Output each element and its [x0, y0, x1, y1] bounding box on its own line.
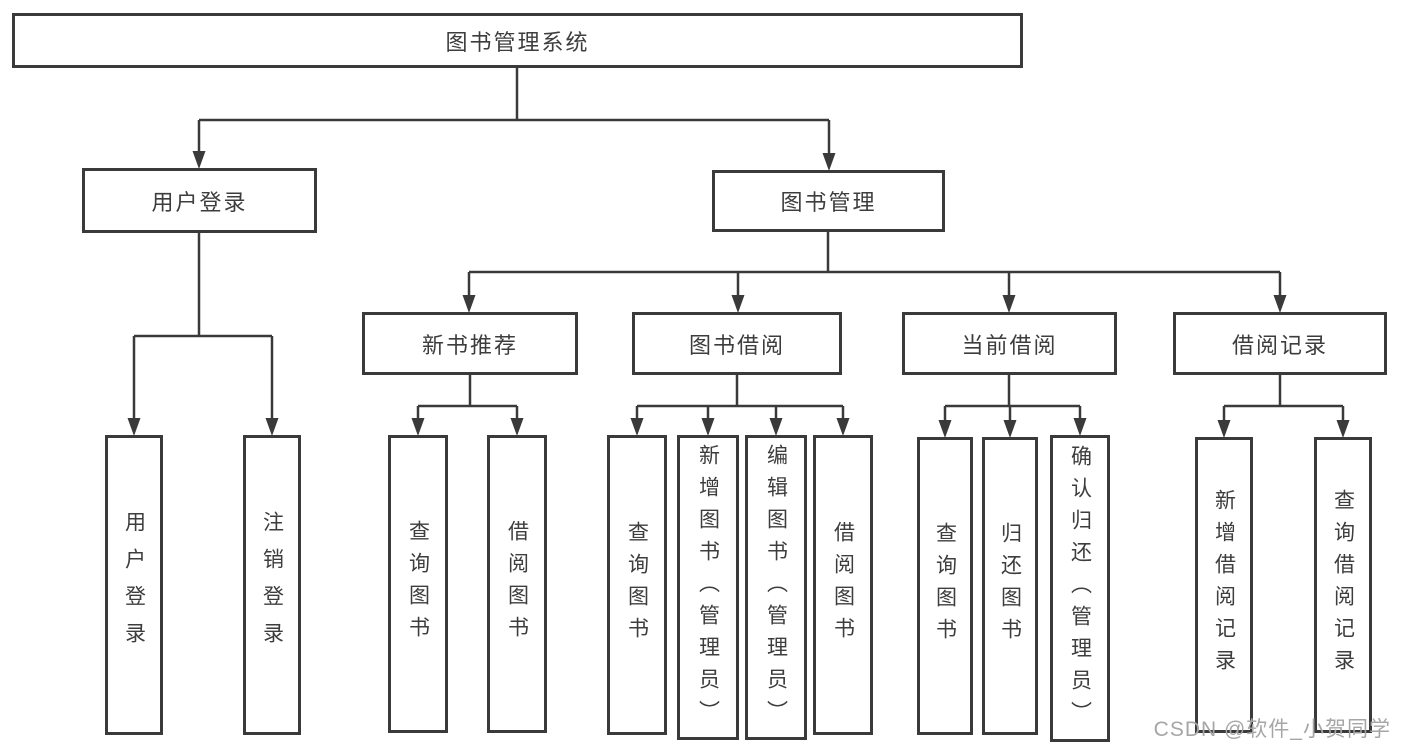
node-current-borrowing-label: 当前借阅: [961, 332, 1058, 358]
node-book-borrowing: 图书借阅: [632, 312, 842, 375]
leaf-current-query-books-label: 查询图书: [933, 522, 957, 650]
node-root-label: 图书管理系统: [445, 29, 590, 55]
arrow-down-icon: [462, 295, 476, 313]
leaf-return-books: 归还图书: [982, 437, 1038, 735]
node-root: 图书管理系统: [12, 13, 1023, 68]
leaf-current-query-books: 查询图书: [917, 437, 973, 735]
leaf-recommend-borrow-books: 借阅图书: [487, 435, 547, 733]
leaf-query-borrow-record-label: 查询借阅记录: [1331, 489, 1355, 681]
connector-book-borrowing-to-leaves: [635, 375, 845, 419]
leaf-add-borrow-record: 新增借阅记录: [1195, 437, 1253, 733]
leaf-edit-books-admin-label: 编辑图书（管理员）: [764, 443, 788, 732]
arrow-down-icon: [510, 418, 524, 436]
arrowheads: [127, 151, 1350, 438]
arrow-down-icon: [1217, 420, 1231, 438]
leaf-confirm-return-admin-label: 确认归还（管理员）: [1068, 444, 1092, 733]
leaf-borrowing-query-books: 查询图书: [607, 435, 667, 735]
node-book-management: 图书管理: [712, 170, 945, 232]
leaf-query-borrow-record: 查询借阅记录: [1314, 437, 1372, 733]
connector-borrowing-records-to-leaves: [1222, 375, 1345, 421]
arrow-down-icon: [938, 420, 952, 438]
leaf-recommend-query-books: 查询图书: [388, 435, 448, 733]
arrow-down-icon: [1073, 418, 1087, 436]
leaf-add-books-admin-label: 新增图书（管理员）: [696, 443, 720, 732]
node-new-book-recommend-label: 新书推荐: [421, 332, 518, 358]
leaf-recommend-query-books-label: 查询图书: [406, 520, 430, 648]
connector-root-to-level2: [197, 68, 831, 154]
arrow-down-icon: [1003, 420, 1017, 438]
node-borrowing-records-label: 借阅记录: [1231, 332, 1328, 358]
leaf-logout-label: 注销登录: [260, 511, 284, 659]
leaf-confirm-return-admin: 确认归还（管理员）: [1050, 435, 1110, 742]
leaf-user-login: 用户登录: [105, 435, 163, 735]
arrow-down-icon: [265, 418, 279, 436]
leaf-borrowing-query-books-label: 查询图书: [625, 521, 649, 649]
arrow-down-icon: [1336, 420, 1350, 438]
arrow-down-icon: [630, 418, 644, 436]
leaf-logout: 注销登录: [243, 435, 301, 735]
leaf-borrowing-borrow-books: 借阅图书: [813, 435, 873, 735]
arrow-down-icon: [701, 418, 715, 436]
node-user-login-label: 用户登录: [151, 189, 248, 215]
csdn-watermark: CSDN @软件_小贺同学: [1153, 718, 1391, 741]
leaf-recommend-borrow-books-label: 借阅图书: [505, 520, 529, 648]
node-book-management-label: 图书管理: [780, 190, 877, 215]
leaf-user-login-label: 用户登录: [122, 511, 146, 659]
arrow-down-icon: [1273, 295, 1287, 313]
leaf-borrowing-borrow-books-label: 借阅图书: [831, 521, 855, 649]
connector-book-management-to-level3: [467, 232, 1282, 296]
connector-new-book-recommend-to-leaves: [416, 375, 519, 419]
leaf-add-borrow-record-label: 新增借阅记录: [1212, 489, 1236, 681]
node-current-borrowing: 当前借阅: [902, 312, 1117, 375]
arrow-down-icon: [1002, 295, 1016, 313]
node-borrowing-records: 借阅记录: [1173, 312, 1387, 375]
connector-current-borrowing-to-leaves: [943, 375, 1082, 421]
leaf-return-books-label: 归还图书: [998, 522, 1022, 650]
leaf-edit-books-admin: 编辑图书（管理员）: [745, 435, 807, 740]
node-user-login: 用户登录: [82, 168, 317, 233]
arrow-down-icon: [836, 418, 850, 436]
node-new-book-recommend: 新书推荐: [362, 312, 578, 375]
arrow-down-icon: [731, 295, 745, 313]
arrow-down-icon: [411, 418, 425, 436]
arrow-down-icon: [192, 151, 206, 169]
arrow-down-icon: [822, 153, 836, 171]
connector-user-login-to-leaves: [132, 233, 274, 419]
node-book-borrowing-label: 图书借阅: [688, 332, 785, 358]
arrow-down-icon: [127, 418, 141, 436]
leaf-add-books-admin: 新增图书（管理员）: [677, 435, 739, 740]
arrow-down-icon: [769, 418, 783, 436]
